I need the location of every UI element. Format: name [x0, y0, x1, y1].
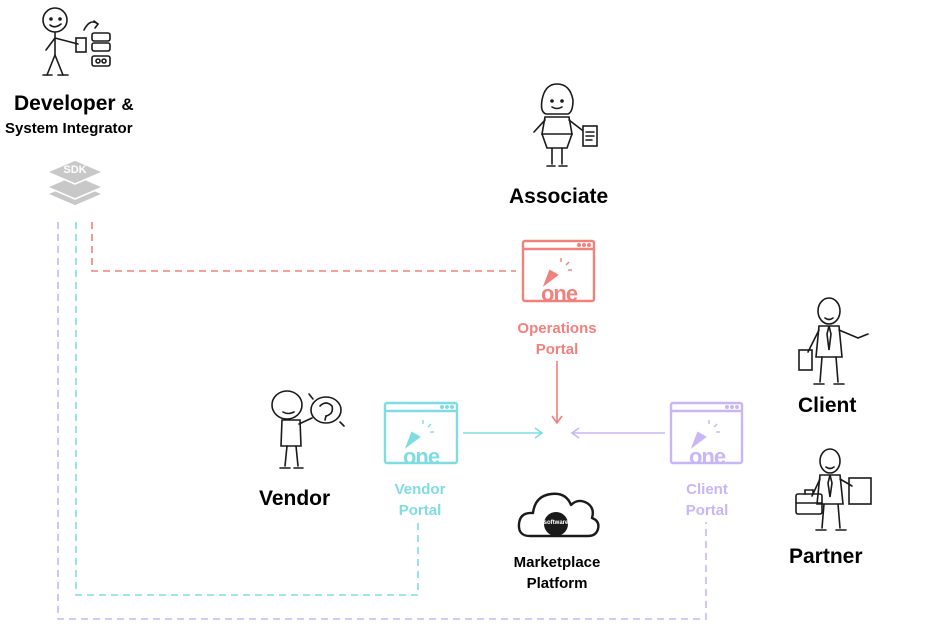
client-portal-logo: one: [688, 444, 726, 469]
vendor-portal-line1: Vendor: [394, 481, 446, 498]
client-arrow: [570, 427, 665, 439]
associate-label: Associate: [509, 185, 609, 208]
developer-operations-connector: [91, 222, 516, 272]
partner-label: Partner: [789, 545, 863, 568]
platform-line2: Platform: [526, 575, 588, 592]
operations-portal-line1: Operations: [517, 320, 597, 337]
developer-client-connector: [57, 222, 707, 620]
developer-subtitle: System Integrator: [5, 120, 133, 137]
software-badge: software: [543, 520, 569, 526]
vendor-portal-line2: Portal: [398, 502, 442, 519]
client-label: Client: [798, 394, 857, 417]
vendor-arrow: [463, 427, 544, 439]
developer-vendor-connector: [75, 222, 419, 596]
operations-portal-logo: one: [540, 281, 578, 306]
client-portal-label: Client Portal: [656, 479, 758, 521]
operations-portal-label: Operations Portal: [499, 318, 615, 360]
vendor-portal-label: Vendor Portal: [369, 479, 471, 521]
developer-label: Developer &: [14, 92, 134, 116]
developer-title: Developer: [14, 92, 116, 115]
vendor-label: Vendor: [259, 487, 331, 510]
sdk-label: SDK: [63, 164, 87, 176]
platform-line1: Marketplace: [513, 554, 601, 571]
client-portal-line1: Client: [686, 481, 728, 498]
operations-portal-line2: Portal: [535, 341, 579, 358]
vendor-portal-logo: one: [402, 444, 440, 469]
developer-ampersand: &: [121, 95, 134, 114]
client-portal-line2: Portal: [685, 502, 729, 519]
platform-label: Marketplace Platform: [493, 552, 621, 594]
operations-arrow: [551, 361, 563, 425]
